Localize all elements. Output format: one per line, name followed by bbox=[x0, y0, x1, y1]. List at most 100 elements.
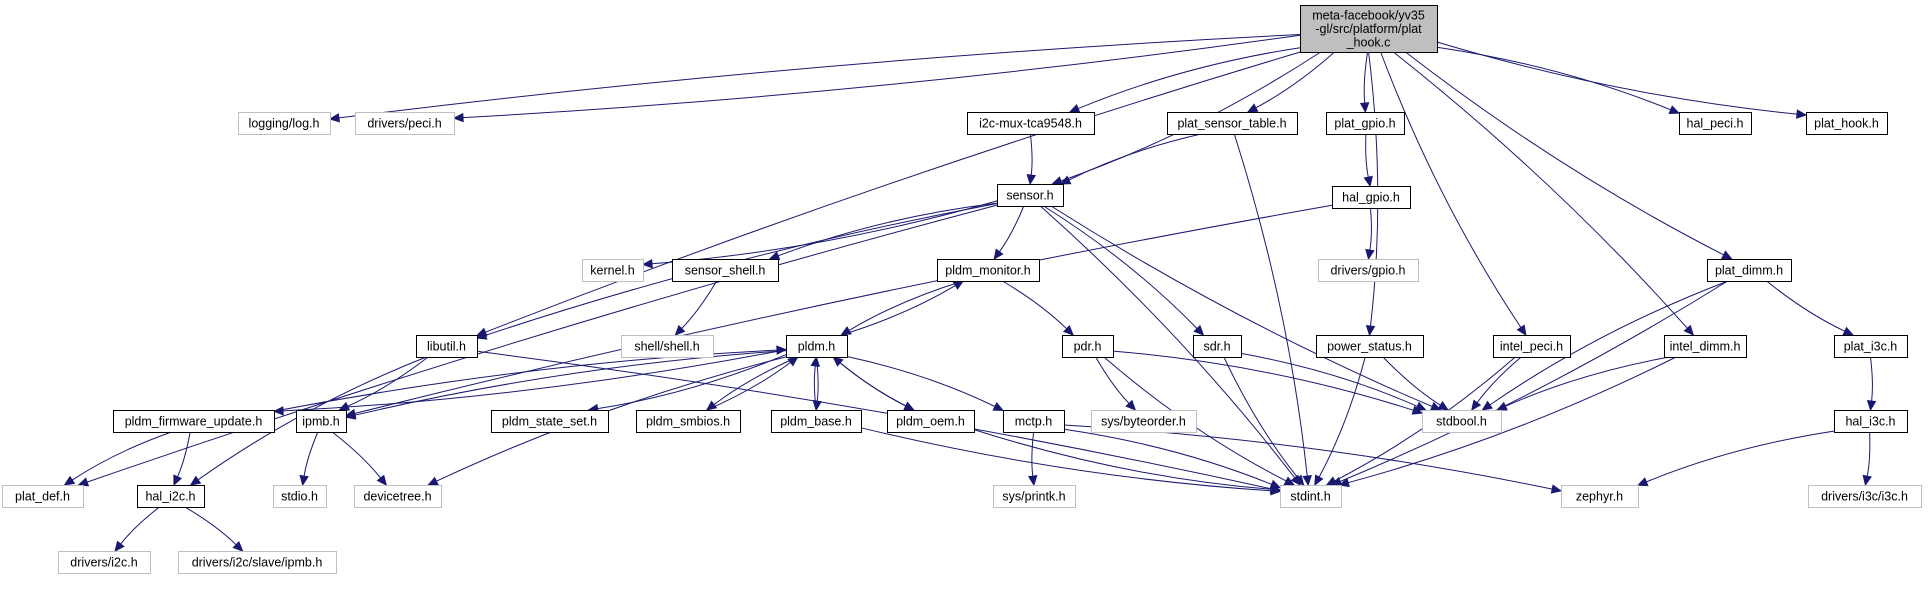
node-pldmbase[interactable]: pldm_base.h bbox=[771, 410, 862, 433]
node-sensor[interactable]: sensor.h bbox=[997, 184, 1064, 207]
node-box bbox=[1332, 186, 1411, 209]
edge-root-to-inteldimm bbox=[1393, 51, 1695, 336]
node-hali2c[interactable]: hal_i2c.h bbox=[137, 485, 205, 508]
edge-plati3c-to-hali3c bbox=[1866, 356, 1877, 412]
node-box bbox=[1326, 112, 1405, 135]
edge-mctp-to-printk bbox=[1027, 431, 1038, 487]
edge-platdimm-to-stdbool bbox=[1481, 280, 1729, 411]
node-pldmfw[interactable]: pldm_firmware_update.h bbox=[113, 410, 275, 433]
edge-sensortable-to-stdint bbox=[1233, 133, 1312, 487]
node-label: stdint.h bbox=[1290, 490, 1330, 504]
edge-pldmoem-to-pldm bbox=[832, 356, 915, 411]
node-halgpio[interactable]: hal_gpio.h bbox=[1332, 186, 1411, 209]
edge-root-to-platdimm bbox=[1405, 51, 1733, 260]
node-label: sensor.h bbox=[1006, 189, 1053, 203]
edge-hali3c-to-zephyr bbox=[1636, 430, 1835, 487]
node-i2cslave: drivers/i2c/slave/ipmb.h bbox=[178, 551, 337, 574]
node-label: plat_def.h bbox=[15, 490, 70, 504]
node-box bbox=[1561, 485, 1639, 508]
edge-root-to-halpeci bbox=[1436, 46, 1681, 115]
node-libutil[interactable]: libutil.h bbox=[416, 335, 478, 358]
node-box bbox=[1664, 335, 1747, 358]
node-root: meta-facebook/yv35-gl/src/platform/plat_… bbox=[1300, 5, 1438, 53]
node-label: drivers/i2c.h bbox=[70, 556, 137, 570]
node-platdimm[interactable]: plat_dimm.h bbox=[1707, 259, 1792, 282]
node-inteldimm[interactable]: intel_dimm.h bbox=[1664, 335, 1747, 358]
node-label: hal_i2c.h bbox=[145, 490, 195, 504]
edge-libutil-to-stdint bbox=[476, 350, 1282, 494]
edge-powerstatus-to-stdbool bbox=[1382, 356, 1450, 411]
node-label: pdr.h bbox=[1074, 340, 1102, 354]
edge-root-to-intelpeci bbox=[1380, 51, 1527, 337]
node-box bbox=[238, 112, 331, 135]
edge-halgpio-to-ipmb bbox=[344, 204, 1333, 419]
node-ipmb[interactable]: ipmb.h bbox=[296, 410, 347, 433]
node-box bbox=[1167, 112, 1298, 135]
node-box bbox=[137, 485, 205, 508]
node-label: plat_sensor_table.h bbox=[1177, 117, 1286, 131]
node-box bbox=[582, 259, 644, 282]
node-box bbox=[997, 184, 1064, 207]
node-label: power_status.h bbox=[1327, 340, 1412, 354]
dependency-edges bbox=[63, 34, 1877, 552]
node-box bbox=[1806, 112, 1888, 135]
node-sdr[interactable]: sdr.h bbox=[1193, 335, 1242, 358]
node-stdbool: stdbool.h bbox=[1422, 410, 1502, 433]
node-box bbox=[2, 485, 84, 508]
node-sensortable[interactable]: plat_sensor_table.h bbox=[1167, 112, 1298, 135]
node-box bbox=[1091, 410, 1197, 433]
edge-sensortable-to-sensor bbox=[1059, 133, 1202, 185]
node-label: pldm.h bbox=[798, 340, 836, 354]
edge-platgpio-to-halgpio bbox=[1363, 133, 1373, 188]
edge-pldm-to-ipmb bbox=[344, 350, 787, 420]
node-label: intel_dimm.h bbox=[1670, 340, 1741, 354]
node-box bbox=[786, 335, 848, 358]
node-stdint: stdint.h bbox=[1280, 485, 1342, 508]
node-pldmstate[interactable]: pldm_state_set.h bbox=[491, 410, 609, 433]
node-intelpeci[interactable]: intel_peci.h bbox=[1493, 335, 1571, 358]
edge-pldmbase-to-pldm bbox=[810, 355, 821, 411]
edge-halgpio-to-gpio bbox=[1365, 207, 1375, 261]
node-platgpio[interactable]: plat_gpio.h bbox=[1326, 112, 1405, 135]
node-box bbox=[296, 410, 347, 433]
node-pdr[interactable]: pdr.h bbox=[1062, 335, 1114, 358]
node-pldmmon[interactable]: pldm_monitor.h bbox=[937, 259, 1040, 282]
node-plati3c[interactable]: plat_i3c.h bbox=[1834, 335, 1908, 358]
node-box bbox=[1679, 112, 1752, 135]
node-box bbox=[1193, 335, 1242, 358]
node-pldmoem[interactable]: pldm_oem.h bbox=[887, 410, 975, 433]
edge-platdimm-to-stdint bbox=[1330, 280, 1728, 486]
edge-pldmfw-to-hali2c bbox=[173, 431, 191, 487]
node-box bbox=[1280, 485, 1342, 508]
node-label: hal_i3c.h bbox=[1845, 415, 1895, 429]
node-hali3c[interactable]: hal_i3c.h bbox=[1834, 410, 1908, 433]
node-pldmsmbios[interactable]: pldm_smbios.h bbox=[636, 410, 741, 433]
node-i2cdrv: drivers/i2c.h bbox=[58, 551, 151, 574]
edge-ipmb-to-devicetree bbox=[331, 431, 388, 486]
node-box bbox=[1707, 259, 1792, 282]
node-halpeci[interactable]: hal_peci.h bbox=[1679, 112, 1752, 135]
node-kernel: kernel.h bbox=[582, 259, 644, 282]
node-i2cmux[interactable]: i2c-mux-tca9548.h bbox=[967, 112, 1095, 135]
node-label: stdbool.h bbox=[1436, 415, 1487, 429]
node-box bbox=[355, 112, 455, 135]
edge-ipmb-to-stdio bbox=[299, 431, 319, 487]
node-box bbox=[1003, 410, 1065, 433]
node-mctp[interactable]: mctp.h bbox=[1003, 410, 1065, 433]
edge-hali2c-to-i2cslave bbox=[184, 506, 244, 552]
node-plathook[interactable]: plat_hook.h bbox=[1806, 112, 1888, 135]
node-gpio: drivers/gpio.h bbox=[1318, 259, 1419, 282]
node-sensorshell[interactable]: sensor_shell.h bbox=[672, 259, 779, 282]
node-pldm[interactable]: pldm.h bbox=[786, 335, 848, 358]
node-label: sensor_shell.h bbox=[685, 264, 766, 278]
node-box bbox=[273, 485, 327, 508]
edge-intelpeci-to-stdbool bbox=[1471, 356, 1522, 411]
node-log: logging/log.h bbox=[238, 112, 331, 135]
node-label: drivers/peci.h bbox=[367, 117, 441, 131]
node-label: _hook.c bbox=[1346, 36, 1391, 50]
node-box bbox=[491, 410, 609, 433]
node-powerstatus[interactable]: power_status.h bbox=[1316, 335, 1424, 358]
node-box bbox=[354, 485, 442, 508]
node-label: intel_peci.h bbox=[1500, 340, 1563, 354]
